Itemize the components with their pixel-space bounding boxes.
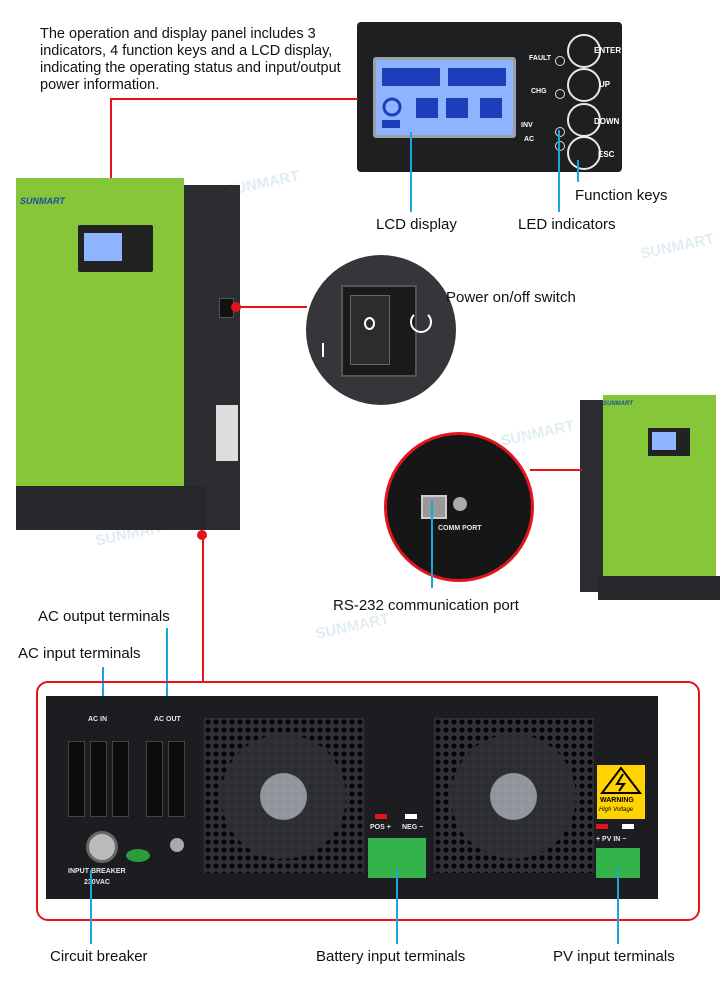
neg-white-tag [405,814,417,819]
callout-dot [231,302,241,312]
ac-in-text: AC IN [88,716,108,723]
ac-led-label: AC [524,136,535,143]
pos-text: POS + [370,824,391,831]
ac-input-label: AC input terminals [18,645,141,662]
fault-led-label: FAULT [529,55,552,62]
ac-out-terminal[interactable] [146,741,163,817]
brand-logo-small: SUNMART [603,401,633,407]
ground-icon [170,838,184,852]
pos-red-tag [375,814,387,819]
leader-line [410,132,412,212]
neg-text: NEG − [402,824,424,831]
warning-label: WARNING High Voltage [597,765,645,819]
brand-logo: SUNMART [20,196,65,206]
leader-line [617,868,619,944]
enter-key[interactable] [567,34,601,68]
inverter-base [16,486,206,530]
rocker-switch[interactable] [350,295,390,365]
off-symbol [364,317,375,330]
up-key[interactable] [567,68,601,102]
high-voltage-text: High Voltage [599,807,634,813]
callout-dot [197,530,207,540]
esc-key-label: ESC [598,150,615,159]
watermark: SUNMART [499,417,576,450]
function-keys-label: Function keys [575,187,668,204]
leader-line [558,130,560,212]
ac-output-label: AC output terminals [38,608,170,625]
leader-line [577,160,579,182]
pv-input-label: PV input terminals [553,948,675,965]
warning-text: WARNING [600,797,634,804]
up-key-label: UP [599,80,611,89]
pv-red-tag [596,824,608,829]
screw [453,497,467,511]
pv-white-tag [622,824,634,829]
power-icon [410,311,432,333]
breaker-rating-text: 230VAC [84,879,110,886]
chg-led-label: CHG [531,88,547,95]
leader-line [431,500,433,588]
leader-line [396,870,398,944]
inv-led-label: INV [521,122,533,129]
circuit-breaker-knob[interactable] [86,831,118,863]
bottom-panel-frame [36,681,700,921]
inv-led [555,127,565,137]
comm-port-closeup: COMM PORT [384,432,534,582]
inverter-mini-panel [78,225,153,272]
ac-out-text: AC OUT [154,716,181,723]
callout-line [530,469,582,471]
bottom-panel: AC IN AC OUT INPUT BREAKER 230VAC POS + … [46,696,658,899]
down-key-label: DOWN [594,117,620,126]
high-voltage-icon [599,766,643,794]
side-label-sticker [216,405,238,461]
watermark: SUNMART [314,610,391,643]
chg-led [555,89,565,99]
small-inverter-base [598,576,720,600]
lcd-screen [373,57,516,138]
rs232-label: RS-232 communication port [333,597,519,614]
lcd-segments-graphic [382,68,506,128]
comm-port-text: COMM PORT [438,525,482,532]
power-switch-closeup [306,255,456,405]
callout-line [232,306,307,308]
ac-in-terminal[interactable] [112,741,129,817]
ac-led [555,141,565,151]
leader-line [90,870,92,944]
right-fan [451,734,576,859]
input-breaker-text: INPUT BREAKER [68,868,126,875]
power-switch-label: Power on/off switch [446,289,576,306]
fault-led [555,56,565,66]
circuit-breaker-label: Circuit breaker [50,948,148,965]
watermark: SUNMART [639,230,716,263]
intro-text: The operation and display panel includes… [40,26,341,93]
left-fan [221,734,346,859]
ac-in-terminal[interactable] [90,741,107,817]
rj45-port[interactable] [421,495,447,519]
callout-line [110,98,358,100]
small-inverter-front: SUNMART [603,395,716,580]
pv-in-text: + PV IN − [596,836,627,843]
lcd-display-label: LCD display [376,216,457,233]
ac-in-terminal[interactable] [68,741,85,817]
callout-line [110,98,112,226]
indicator-lamp [126,849,150,862]
led-indicators-label: LED indicators [518,216,616,233]
enter-key-label: ENTER [594,46,622,55]
inverter-side [180,185,240,530]
esc-key[interactable] [567,136,601,170]
ac-out-terminal[interactable] [168,741,185,817]
callout-line [202,533,204,683]
on-symbol [322,343,324,357]
battery-input-label: Battery input terminals [316,948,466,965]
